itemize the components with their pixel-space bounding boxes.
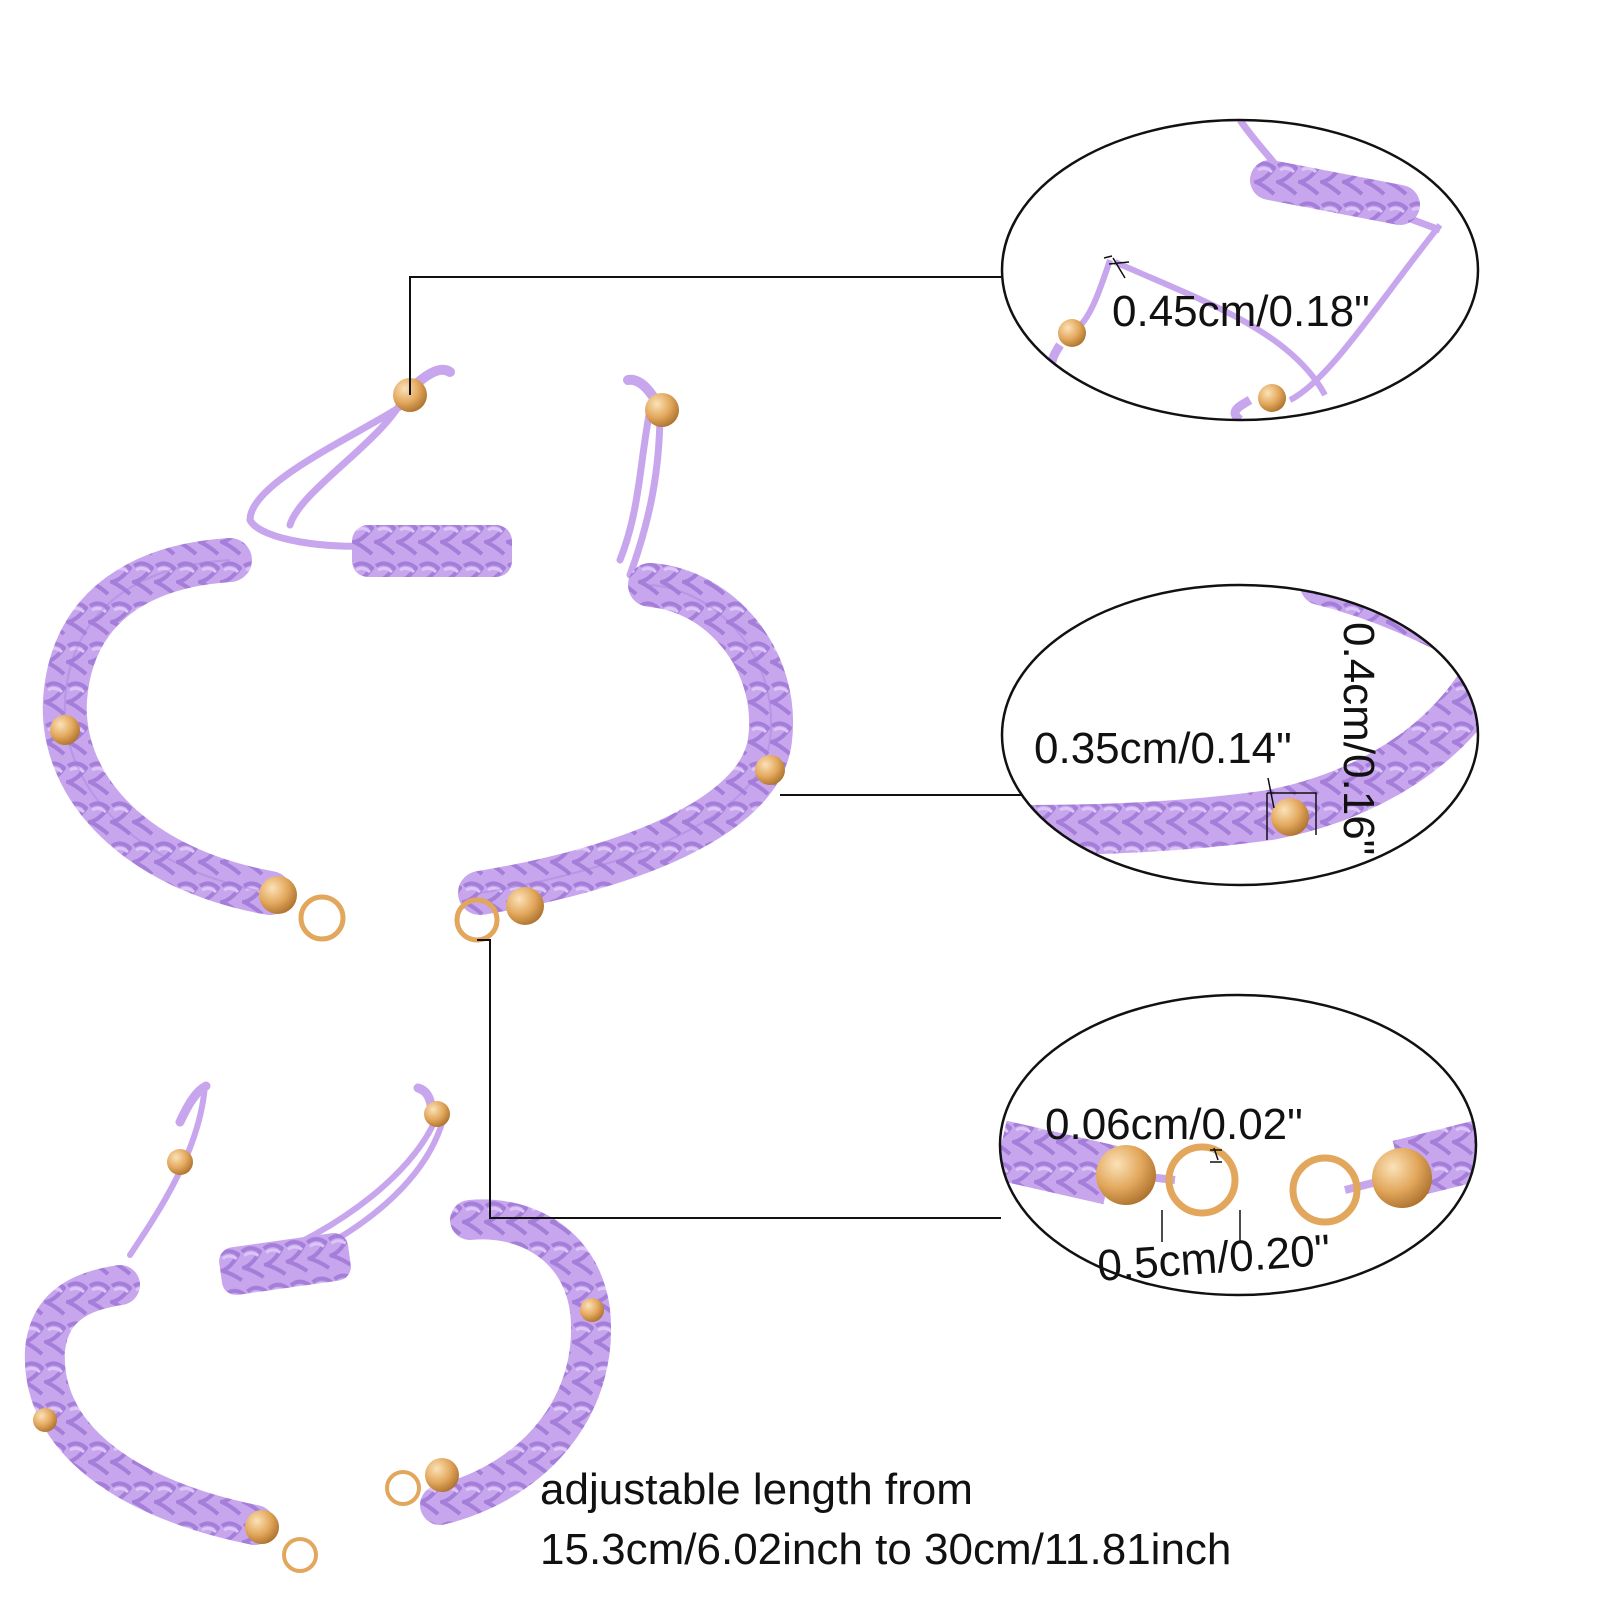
- length-caption-line2: 15.3cm/6.02inch to 30cm/11.81inch: [540, 1525, 1232, 1574]
- small-bracelet-jump-ring-left: [282, 1537, 318, 1573]
- label-cord-width: 0.45cm/0.18": [1112, 287, 1370, 336]
- detail-top-bead-right: [1258, 384, 1286, 412]
- detail-bottom-frame: [998, 993, 1478, 1297]
- detail-bottom-bead-right: [1372, 1148, 1432, 1208]
- detail-cord-end: [1000, 118, 1480, 422]
- connector-line-top: [409, 276, 1003, 395]
- detail-top-frame: [1000, 118, 1480, 422]
- length-caption-line1: adjustable length from: [540, 1465, 973, 1514]
- large-bracelet-side-bead-left: [50, 715, 80, 745]
- detail-middle-bead: [1271, 798, 1309, 836]
- length-caption: adjustable length from 15.3cm/6.02inch t…: [540, 1460, 1231, 1580]
- small-bracelet-side-bead-left: [33, 1408, 57, 1432]
- large-bracelet-braid: [42, 538, 794, 915]
- large-bracelet-bead-right: [506, 887, 544, 925]
- large-bracelet-sliding-knot: [352, 525, 512, 577]
- label-bead-size: 0.4cm/0.16": [1334, 622, 1383, 856]
- small-bracelet-bead-left: [245, 1510, 279, 1544]
- small-bracelet-end-bead-right: [424, 1101, 450, 1127]
- detail-middle-frame: [1000, 583, 1480, 887]
- small-bracelet-end-bead-left: [167, 1149, 193, 1175]
- large-bracelet-side-bead-right: [755, 755, 785, 785]
- label-braid-width: 0.35cm/0.14": [1034, 724, 1292, 773]
- detail-bottom-bead-left: [1096, 1145, 1156, 1205]
- dimension-mark-cord: [1103, 255, 1130, 279]
- small-bracelet-side-bead-right: [580, 1298, 604, 1322]
- small-bracelet-sliding-knot: [219, 1232, 351, 1296]
- detail-top-bead-left: [1058, 319, 1086, 347]
- large-bracelet-braid-outline: [63, 559, 773, 894]
- large-bracelet: [42, 364, 794, 943]
- detail-jump-rings: [998, 993, 1478, 1297]
- small-bracelet: [24, 1081, 612, 1573]
- large-bracelet-jump-ring-left: [298, 894, 346, 942]
- dimension-mark-ring: [1161, 1147, 1241, 1242]
- large-bracelet-cord-tips: [405, 364, 665, 413]
- small-bracelet-jump-ring-right: [385, 1470, 421, 1506]
- detail-bottom-ring-left: [1165, 1143, 1239, 1217]
- large-bracelet-end-bead-right: [645, 393, 679, 427]
- small-bracelet-braid: [24, 1199, 612, 1545]
- detail-bottom-ring-right: [1289, 1154, 1361, 1226]
- small-bracelet-cord-tips: [175, 1081, 437, 1127]
- large-bracelet-slide-cords: [246, 391, 664, 579]
- dimension-mark-bead: [1266, 777, 1317, 840]
- small-bracelet-bead-right: [425, 1458, 459, 1492]
- large-bracelet-bead-left: [259, 876, 297, 914]
- label-ring-thickness: 0.06cm/0.02": [1045, 1100, 1303, 1149]
- connector-line-bottom: [477, 939, 1001, 1219]
